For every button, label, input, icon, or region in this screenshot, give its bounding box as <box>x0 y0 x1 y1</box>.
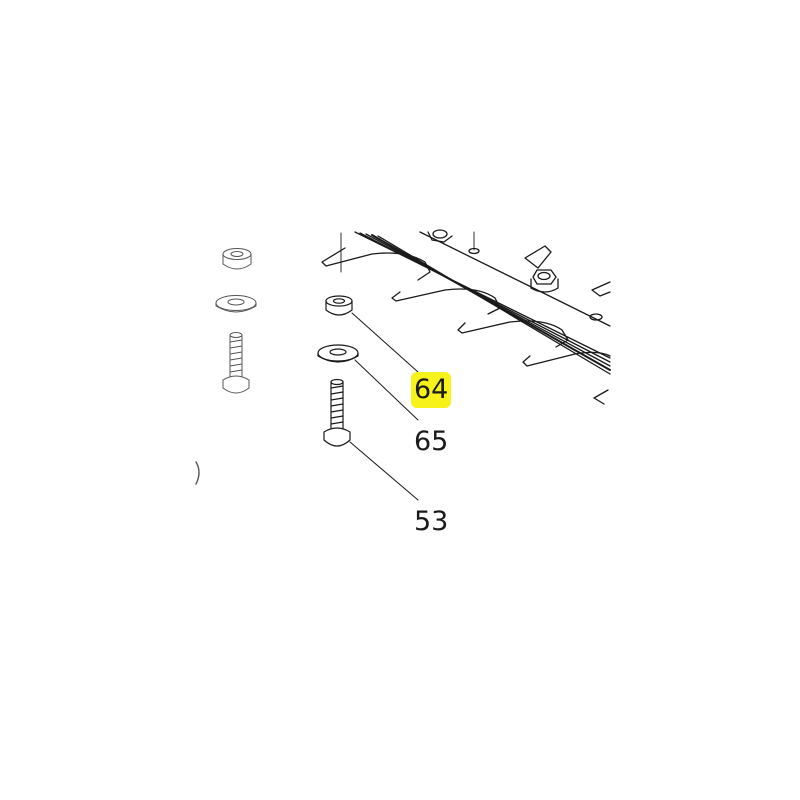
callout-65: 65 <box>414 428 448 455</box>
flange-bolt-part-53 <box>323 378 351 447</box>
callout-53: 53 <box>414 508 448 535</box>
callout-53-label: 53 <box>414 506 449 537</box>
reference-parts-left <box>195 248 257 485</box>
callout-64-label: 64 <box>411 372 452 408</box>
callout-65-label: 65 <box>414 426 449 457</box>
nut-right <box>530 269 559 293</box>
leader-line-65 <box>354 359 419 421</box>
hedge-blade-assembly <box>321 229 611 405</box>
flat-washer-part-65 <box>317 344 359 363</box>
nut-top <box>427 229 453 243</box>
spacer-collar-part-64 <box>325 295 353 316</box>
leader-line-53 <box>349 441 419 501</box>
leader-line-64 <box>351 312 419 373</box>
callout-64: 64 <box>411 372 452 408</box>
